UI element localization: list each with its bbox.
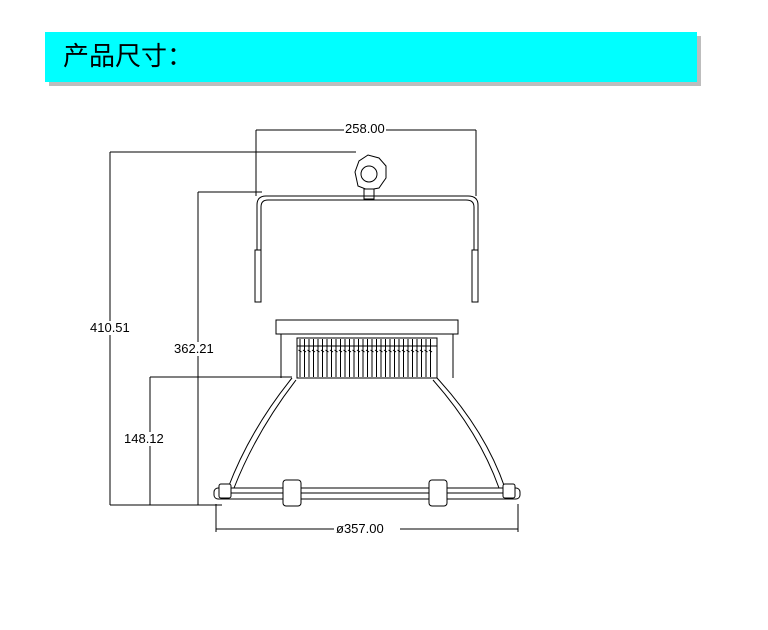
title-bar: 产品尺寸： — [45, 32, 697, 82]
lamp-outline — [213, 154, 521, 507]
overall-height-label: 410.51 — [90, 320, 130, 335]
bottom-diameter-label: ø357.00 — [336, 521, 384, 536]
lower-height-label: 148.12 — [124, 431, 164, 446]
top-width-label: 258.00 — [345, 121, 385, 136]
heat-sink-fins — [297, 339, 437, 377]
page-title: 产品尺寸： — [63, 42, 194, 72]
body-height-label: 362.21 — [174, 341, 214, 356]
